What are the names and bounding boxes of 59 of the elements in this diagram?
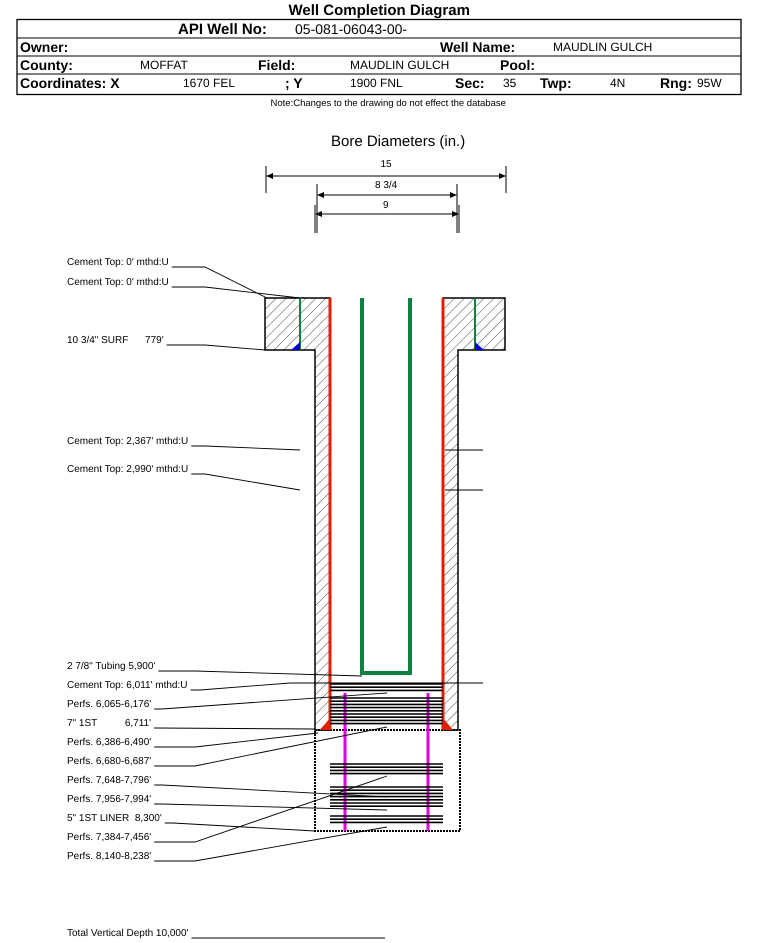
dimension-value: 8 3/4	[375, 180, 398, 192]
field-label: County:	[20, 57, 73, 74]
field-label: Sec:	[455, 75, 485, 92]
note-text: Note:Changes to the drawing do not effect the database	[270, 99, 506, 110]
field-label: Rng:	[660, 75, 692, 92]
callout-label: Perfs. 7,648-7,796'	[67, 775, 152, 786]
leader-line	[154, 776, 388, 842]
field-value: 35	[503, 77, 516, 91]
field-label: Well Name:	[440, 39, 516, 56]
leader-line	[164, 822, 316, 832]
diagram-title: Well Completion Diagram	[288, 2, 470, 20]
callout-label: Perfs. 7,956-7,994'	[67, 794, 152, 806]
leader-line	[154, 804, 388, 810]
dimension-value: 9	[383, 200, 389, 212]
callout-label: Cement Top: 0' mthd:U	[67, 277, 169, 288]
field-value: 4N	[610, 77, 626, 91]
field-label: ; Y	[285, 75, 303, 92]
callout-label: Cement Top: 6,011' mthd:U	[67, 680, 188, 692]
callout-label: Perfs. 6,386-6,490'	[67, 737, 152, 748]
leader-line	[154, 826, 388, 862]
field-label: Owner:	[20, 39, 68, 56]
field-value: MAUDLIN GULCH	[350, 59, 450, 73]
leader-line	[154, 726, 388, 766]
leader-line	[166, 344, 266, 350]
callout-label: Perfs. 6,065-6,176'	[67, 699, 152, 710]
callout-label: 5" 1ST LINER 8,300'	[67, 813, 162, 824]
callout-label: Perfs. 7,384-7,456'	[67, 832, 152, 844]
callout-label: Perfs. 8,140-8,238'	[67, 851, 152, 862]
leader-line	[190, 446, 300, 450]
leader-line	[154, 692, 388, 710]
callout-label: Perfs. 6,680-6,687'	[67, 756, 152, 768]
field-value: MAUDLIN GULCH	[553, 41, 652, 55]
field-value: 1900 FNL	[350, 77, 403, 91]
leader-line	[158, 670, 362, 676]
callout-label: Cement Top: 2,367' mthd:U	[67, 436, 188, 448]
leader-line	[190, 474, 300, 490]
field-value: MOFFAT	[140, 59, 188, 73]
field-value: 95W	[697, 77, 722, 91]
field-label: Twp:	[540, 75, 572, 92]
callout-label: 10 3/4" SURF 779'	[67, 335, 164, 346]
section-heading: Bore Diameters (in.)	[331, 133, 466, 150]
field-label: Pool:	[500, 57, 535, 74]
callout-label: Cement Top: 0' mthd:U	[67, 257, 169, 268]
field-value: 1670 FEL	[183, 77, 236, 91]
field-label: API Well No:	[178, 21, 267, 38]
field-label: Field:	[258, 57, 296, 74]
leader-line	[190, 682, 484, 690]
field-label: Coordinates: X	[20, 75, 120, 92]
leader-line	[154, 732, 318, 748]
dimension-value: 15	[380, 159, 392, 170]
leader-line	[171, 266, 268, 298]
callout-label: 2 7/8" Tubing 5,900'	[67, 661, 156, 672]
leader-line	[154, 728, 316, 730]
callout-label: Cement Top: 2,990' mthd:U	[67, 464, 188, 476]
field-value: 05-081-06043-00-	[295, 21, 408, 38]
callout-label: 7" 1ST 6,711'	[67, 718, 152, 730]
leader-line	[171, 286, 300, 298]
leader-line	[154, 784, 388, 798]
callout-label: Total Vertical Depth 10,000'	[67, 928, 188, 940]
